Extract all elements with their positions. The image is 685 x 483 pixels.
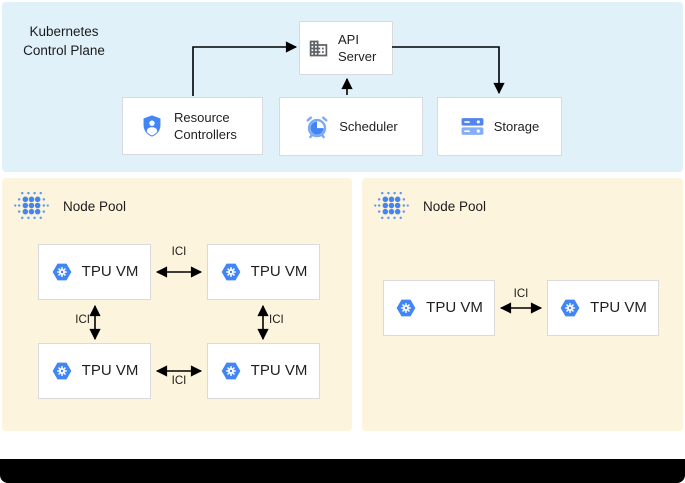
- tpu-vm-label: TPU VM: [250, 263, 308, 280]
- tpu-hexagon-icon: [51, 360, 73, 382]
- tpu-vm-node: TPU VM: [207, 244, 320, 300]
- tpu-vm-label: TPU VM: [590, 299, 647, 316]
- tpu-vm-node: TPU VM: [383, 280, 495, 336]
- tpu-vm-node: TPU VM: [38, 343, 151, 399]
- ici-link-label: ICI: [75, 314, 90, 326]
- node-pool-dots-icon: [13, 187, 50, 224]
- storage-disks-icon: [460, 114, 485, 139]
- node-pool-panel-right: Node Pool TPU VM TPU VM ICI: [362, 178, 683, 431]
- tpu-hexagon-icon: [395, 297, 417, 319]
- tpu-vm-node: TPU VM: [547, 280, 659, 336]
- scheduler-node: Scheduler: [279, 97, 423, 156]
- tpu-vm-label: TPU VM: [81, 263, 139, 280]
- storage-label: Storage: [493, 119, 540, 134]
- shield-user-icon: [139, 113, 165, 139]
- tpu-vm-label: TPU VM: [250, 362, 308, 379]
- control-plane-panel: Kubernetes Control Plane API Server Reso…: [2, 2, 683, 172]
- node-pool-panel-left: Node Pool TPU VM TPU VM TPU VM TPU VM IC…: [2, 178, 352, 431]
- resource-controllers-label: Resource Controllers: [174, 110, 237, 142]
- storage-node: Storage: [437, 97, 562, 156]
- tpu-hexagon-icon: [51, 261, 73, 283]
- ici-link-label: ICI: [171, 375, 187, 387]
- scheduler-label: Scheduler: [339, 119, 398, 134]
- node-pool-label: Node Pool: [63, 199, 127, 214]
- tpu-vm-node: TPU VM: [38, 244, 151, 300]
- tpu-hexagon-icon: [220, 261, 242, 283]
- api-server-label: API Server: [338, 32, 377, 64]
- tpu-vm-label: TPU VM: [426, 299, 483, 316]
- ici-link-label: ICI: [269, 314, 284, 326]
- node-pool-dots-icon: [373, 187, 410, 224]
- building-icon: [308, 38, 329, 59]
- api-server-node: API Server: [299, 21, 393, 75]
- tpu-vm-label: TPU VM: [81, 362, 139, 379]
- tpu-vm-node: TPU VM: [207, 343, 320, 399]
- ici-link-label: ICI: [513, 288, 529, 300]
- alarm-clock-icon: [304, 114, 330, 140]
- bottom-black-bar: [0, 459, 685, 483]
- control-plane-title: Kubernetes Control Plane: [23, 24, 105, 58]
- node-pool-label: Node Pool: [423, 199, 487, 214]
- resource-controllers-node: Resource Controllers: [122, 97, 263, 155]
- ici-link-label: ICI: [171, 246, 187, 258]
- tpu-hexagon-icon: [220, 360, 242, 382]
- tpu-hexagon-icon: [559, 297, 581, 319]
